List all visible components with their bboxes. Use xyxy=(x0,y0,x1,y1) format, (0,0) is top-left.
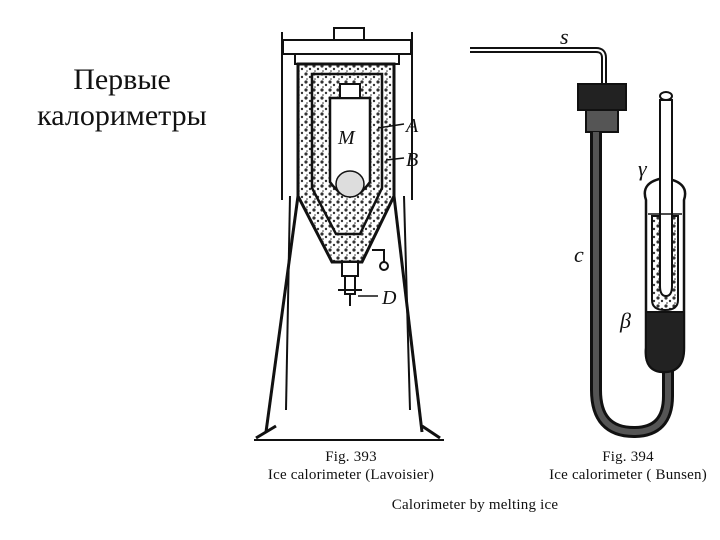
side-tap-pipe xyxy=(372,249,385,262)
figure-394-caption: Fig. 394 Ice calorimeter ( Bunsen) xyxy=(538,448,718,484)
label-c: c xyxy=(574,242,584,267)
stand-leg-left xyxy=(264,195,300,433)
slide-title-line-1: Первые xyxy=(73,63,171,96)
test-tube-mouth xyxy=(659,91,673,101)
sample-body xyxy=(335,170,365,198)
tube-c-mercury xyxy=(593,132,671,436)
slide-title: Первые калориметры xyxy=(12,62,232,134)
label-A: A xyxy=(404,115,419,137)
figure-393-number: Fig. 393 xyxy=(325,449,377,465)
slide-title-line-2: калориметры xyxy=(37,99,207,132)
drain-outlet xyxy=(341,261,359,277)
stand-rod-right xyxy=(403,195,411,411)
label-beta: β xyxy=(619,308,631,333)
pipe-s xyxy=(470,47,607,88)
stand-feet xyxy=(255,424,441,440)
stopper-cap xyxy=(577,83,627,111)
stand-rod-left xyxy=(285,195,291,411)
bottom-caption: Calorimeter by melting ice xyxy=(391,497,559,513)
label-M: M xyxy=(337,127,356,149)
label-gamma: γ xyxy=(638,156,648,181)
figure-394-number: Fig. 394 xyxy=(602,449,654,465)
inner-test-tube xyxy=(659,99,673,298)
bunsen-calorimeter-drawing xyxy=(470,47,687,439)
figure-394-text: Ice calorimeter ( Bunsen) xyxy=(549,467,707,483)
leader-B xyxy=(385,157,405,161)
stopper-neck xyxy=(585,109,619,133)
label-B: B xyxy=(406,149,418,171)
lid-plate xyxy=(282,39,412,55)
vessel-neck xyxy=(339,83,361,99)
mercury-pool xyxy=(644,311,685,374)
lavoisier-calorimeter-drawing xyxy=(254,27,444,441)
label-s: s xyxy=(560,24,569,49)
figure-393-caption: Fig. 393 Ice calorimeter (Lavoisier) xyxy=(255,448,447,484)
side-tap-valve xyxy=(379,261,389,271)
pipe-s-bore xyxy=(470,49,605,88)
label-D: D xyxy=(381,287,397,309)
drain-tap-body xyxy=(344,275,356,295)
leader-A xyxy=(377,123,405,129)
figure-393-text: Ice calorimeter (Lavoisier) xyxy=(267,467,435,483)
